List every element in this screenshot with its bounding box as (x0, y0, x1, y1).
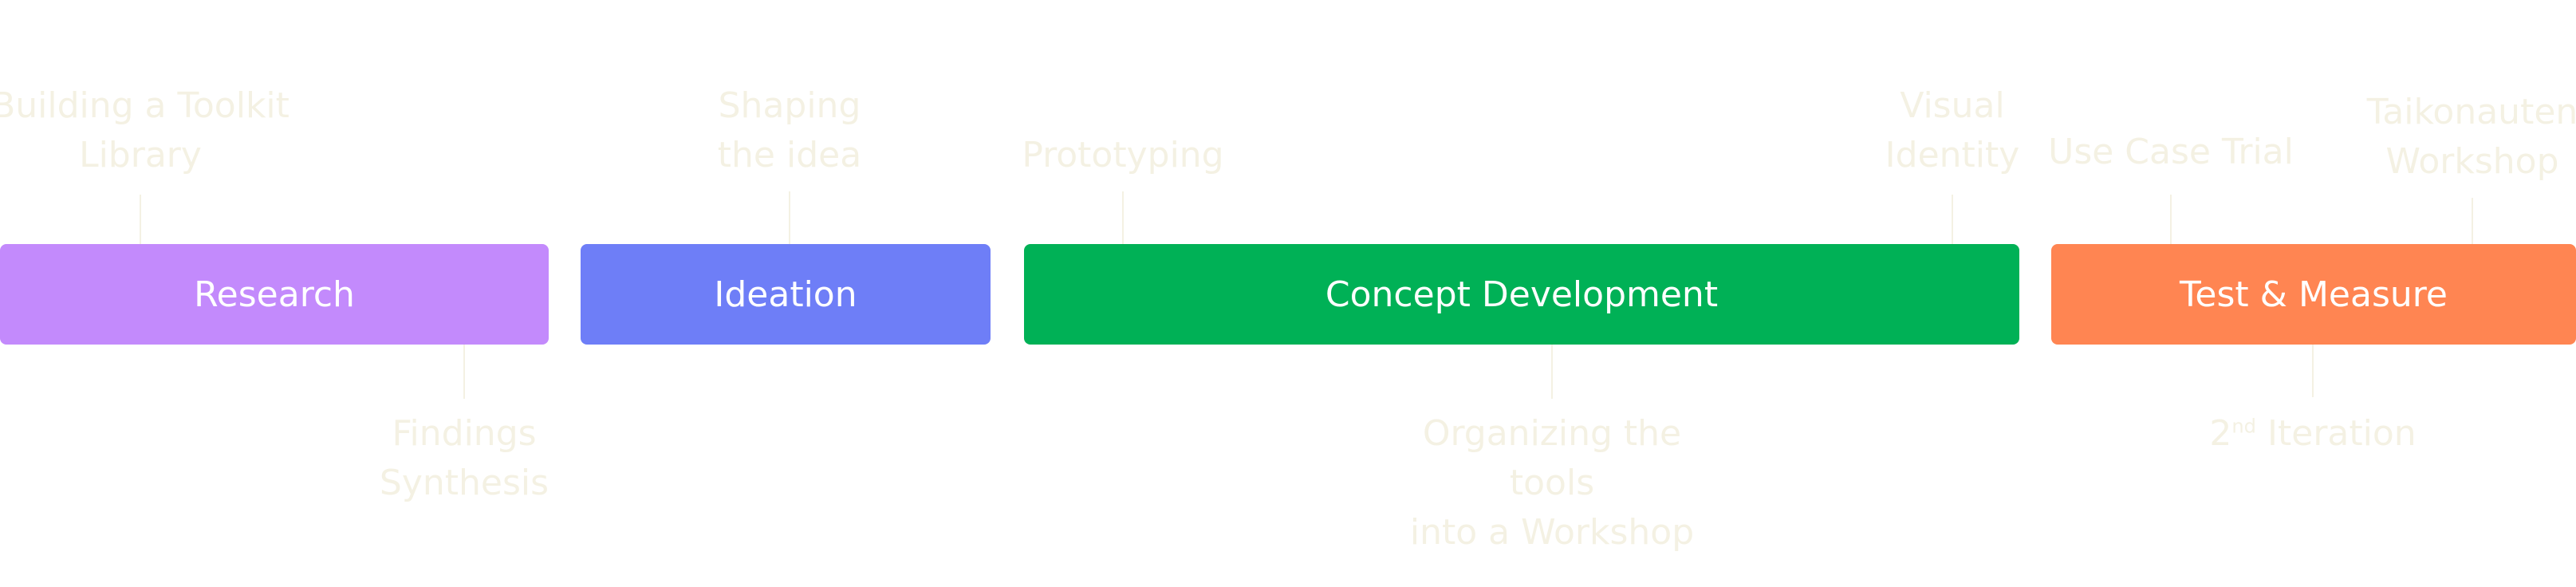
annotation-prototyping: Prototyping (1022, 135, 1224, 175)
annotation-second-iteration: 2nd Iteration (2145, 409, 2480, 459)
connector-organizing-tools (1551, 345, 1553, 399)
connector-building-toolkit (140, 195, 141, 244)
phase-concept-development: Concept Development (1024, 244, 2019, 345)
phase-test-measure-label: Test & Measure (2180, 274, 2448, 315)
connector-second-iteration (2312, 345, 2314, 397)
phase-test-measure: Test & Measure (2051, 244, 2576, 345)
phase-concept-development-label: Concept Development (1325, 274, 1719, 315)
phase-ideation-label: Ideation (714, 274, 857, 315)
annotation-use-case-trial: Use Case Trial (2048, 132, 2294, 172)
connector-prototyping (1122, 191, 1124, 244)
annotation-findings-synthesis: Findings Synthesis (379, 413, 549, 503)
connector-findings-synthesis (463, 345, 465, 399)
iteration-label: Iteration (2256, 413, 2416, 454)
connector-taikonauten-workshop (2472, 198, 2473, 244)
connector-use-case-trial (2170, 195, 2172, 244)
phase-ideation: Ideation (581, 244, 991, 345)
annotation-shaping-idea: Shaping the idea (717, 85, 862, 175)
annotation-taikonauten-workshop: Taikonauten Workshop (2366, 92, 2576, 182)
iteration-number: 2 (2209, 413, 2232, 454)
connector-shaping-idea (789, 191, 790, 244)
annotation-organizing-tools: Organizing the tools into a Workshop (1409, 413, 1695, 553)
connector-visual-identity (1952, 195, 1953, 244)
iteration-ordinal-suffix: nd (2231, 415, 2257, 438)
phase-research-label: Research (194, 274, 355, 315)
annotation-building-toolkit: Building a Toolkit Library (0, 85, 290, 175)
annotation-visual-identity: Visual Identity (1885, 85, 2020, 175)
phase-research: Research (0, 244, 549, 345)
